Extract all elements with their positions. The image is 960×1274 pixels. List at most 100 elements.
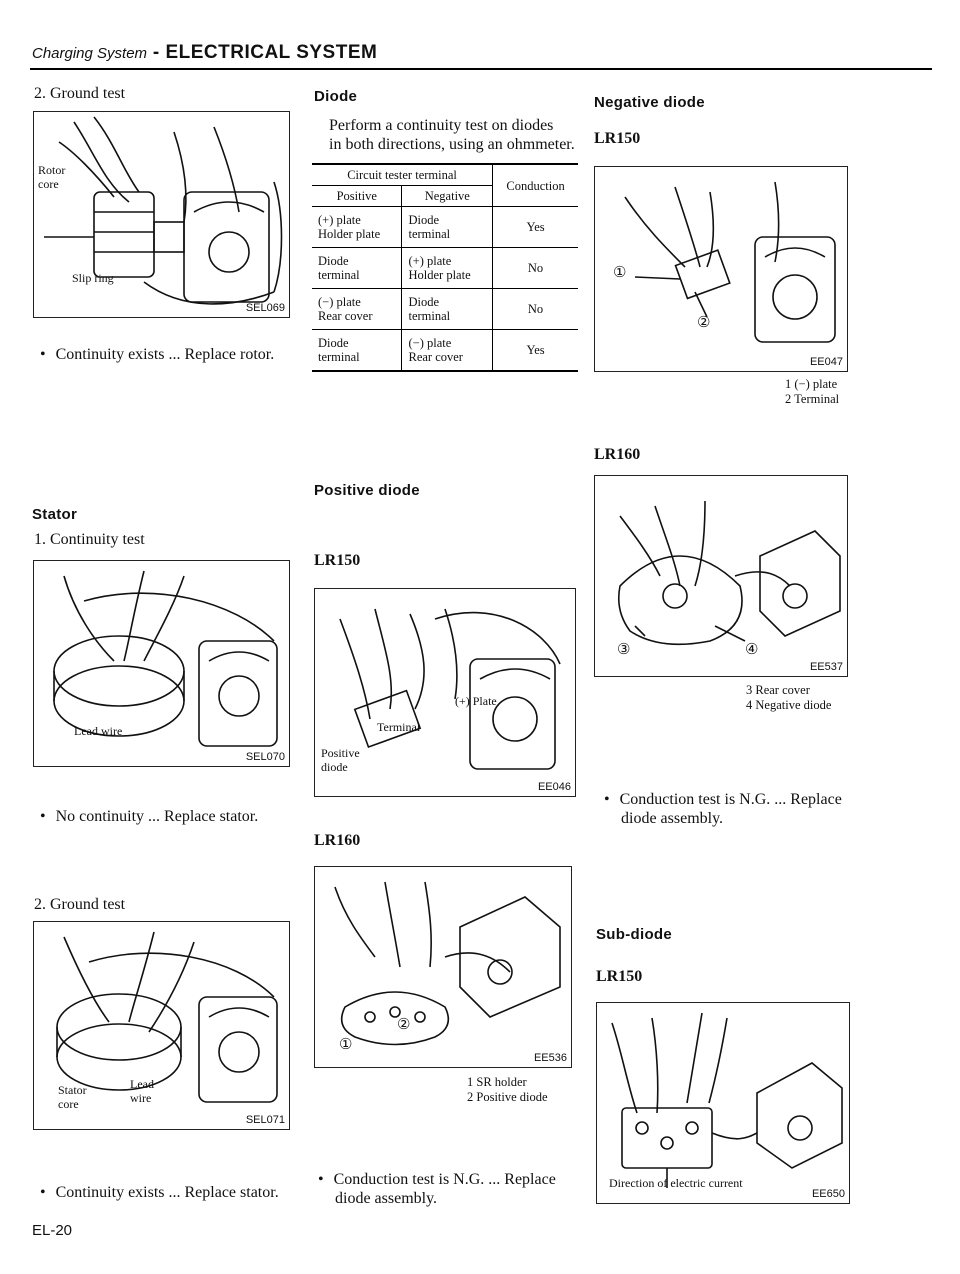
positive-header: Positive [312,185,402,207]
stator-label: Stator [58,1083,87,1097]
positive-diode-lr160-illustration [334,881,561,1046]
core-label: core [58,1097,79,1111]
cell-line: Holder plate [408,268,471,282]
cell-line: Diode [318,254,349,268]
conduction-header: Conduction [492,163,578,207]
figure-sel069: Rotor core Slip ring SEL069 [33,111,290,318]
figure-ee537: ③ ④ EE537 [594,475,848,677]
circuit-tester-header: Circuit tester terminal [312,163,493,186]
figure-code: SEL071 [245,1114,285,1126]
figure-code: EE536 [533,1052,567,1064]
negative-diode-legend-2: 3 Rear cover 4 Negative diode [746,683,831,713]
page-title: ELECTRICAL SYSTEM [165,42,378,63]
figure-code: EE537 [809,661,843,673]
negative-header: Negative [401,185,493,207]
result-line-1: Conduction test is N.G. ... Replace [318,1170,556,1189]
legend-item: 2 Positive diode [467,1090,548,1104]
callout-4: ④ [745,642,759,658]
page-header: Charging System - ELECTRICAL SYSTEM [32,42,377,64]
lead-label: Lead [130,1077,154,1091]
figure-ee650: Direction of electric current EE650 [596,1002,850,1204]
lead-wire-label: Lead wire [74,724,123,738]
ground-test-heading: 2. Ground test [34,85,126,102]
stator-ground-result: Continuity exists ... Replace stator. [40,1184,279,1202]
result-line-2: diode assembly. [621,810,724,827]
sub-diode-illustration [611,1012,843,1188]
figure-code: EE650 [811,1188,845,1200]
positive-diode-result: Conduction test is N.G. ... Replace diod… [318,1170,556,1208]
legend-item: 1 (−) plate [785,377,838,391]
page-number: EL-20 [32,1222,73,1239]
cell-line: terminal [408,227,451,241]
lr150-label: LR150 [594,130,641,147]
lr150-label-2: LR150 [596,968,643,985]
core-label: core [38,177,59,191]
cell-line: (−) plate [408,336,452,350]
rotor-test-illustration [44,116,283,305]
callout-1: ① [613,265,627,281]
intro-line-2: in both directions, using an ohmmeter. [329,136,575,153]
negative-diode-result: Conduction test is N.G. ... Replace diod… [604,790,842,828]
conduction-cell: Yes [492,329,578,372]
diode-heading: Diode [314,88,358,105]
cell-line: Rear cover [408,350,463,364]
conduction-cell: No [492,288,578,330]
cell-line: Diode [318,336,349,350]
lr160-label: LR160 [314,832,361,849]
rotor-result: Continuity exists ... Replace rotor. [40,346,275,364]
header-dash: - [147,42,166,63]
cell-line: Holder plate [318,227,381,241]
rotor-label: Rotor [38,163,66,177]
terminal-label: Terminal [377,720,421,734]
callout-1: ① [339,1037,353,1053]
figure-ee046: (+) Plate Terminal Positive diode EE046 [314,588,576,797]
positive-label: Positive [321,746,360,760]
cell-line: Diode [408,295,440,309]
positive-diode-heading: Positive diode [314,482,420,499]
cell-line: (+) plate [408,254,452,268]
figure-code: EE047 [809,356,843,368]
result-line-1: Conduction test is N.G. ... Replace [604,790,842,809]
negative-diode-lr150-illustration [624,181,836,343]
stator-ground-illustration [56,931,278,1103]
intro-line-1: Perform a continuity test on diodes [329,117,554,134]
positive-diode-lr150-illustration [339,608,561,770]
cell-line: terminal [318,350,360,364]
conduction-cell: Yes [492,206,578,248]
negative-diode-legend: 1 (−) plate 2 Terminal [785,377,839,407]
conduction-cell: No [492,247,578,289]
figure-sel071: Stator core Lead wire SEL071 [33,921,290,1130]
cell-line: (−) plate [318,295,361,309]
stator-continuity-result: No continuity ... Replace stator. [40,808,259,826]
legend-item: 1 SR holder [467,1075,527,1089]
cell-line: Diode [408,213,440,227]
figure-code: EE046 [537,781,571,793]
callout-2: ② [697,315,711,331]
sub-diode-heading: Sub-diode [596,926,673,943]
continuity-test-heading: 1. Continuity test [34,531,145,548]
current-direction-label: Direction of electric current [609,1176,743,1190]
legend-item: 3 Rear cover [746,683,810,697]
diode-continuity-table: Circuit tester terminal Conduction Posit… [312,163,578,372]
figure-ee536: ① ② EE536 [314,866,572,1068]
wire-label: wire [130,1091,152,1105]
figure-sel070: Lead wire SEL070 [33,560,290,767]
legend-item: 4 Negative diode [746,698,832,712]
negative-diode-lr160-illustration [617,500,841,646]
callout-2: ② [397,1017,411,1033]
stator-heading: Stator [32,506,78,523]
header-rule [30,68,932,70]
callout-3: ③ [617,642,631,658]
lr160-label: LR160 [594,446,641,463]
figure-ee047: ① ② EE047 [594,166,848,372]
